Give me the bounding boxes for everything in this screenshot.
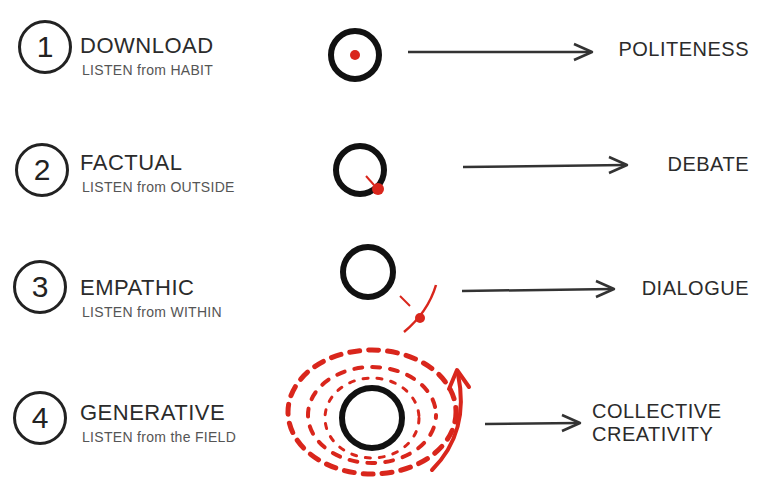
- field-swirl: [288, 350, 456, 474]
- focus-arrow: [404, 285, 436, 332]
- level-heading: FACTUAL: [80, 150, 183, 175]
- arrow-head: [609, 157, 627, 173]
- field-arrow: [432, 374, 461, 470]
- focus-arrow: [366, 176, 374, 185]
- field-swirl: [325, 378, 419, 458]
- outcome-label: DEBATE: [667, 153, 749, 176]
- number-circle: 3: [13, 260, 67, 314]
- self-circle: [331, 31, 379, 79]
- outcome-label: COLLECTIVE CREATIVITY: [592, 400, 752, 446]
- arrow-head: [574, 44, 592, 60]
- level-subtitle: LISTEN from WITHIN: [82, 304, 222, 320]
- arrow-head: [562, 415, 580, 431]
- callout-number: 3: [32, 272, 49, 302]
- callout-number: 4: [32, 403, 49, 433]
- level-subtitle: LISTEN from HABIT: [82, 62, 213, 78]
- self-circle: [343, 247, 393, 297]
- self-circle: [342, 388, 402, 448]
- focus-dot: [415, 313, 425, 323]
- focus-dot: [372, 183, 384, 195]
- field-arrow: [449, 370, 469, 389]
- callout-number: 2: [34, 155, 51, 185]
- arrow-line: [408, 51, 590, 54]
- level-heading: EMPATHIC: [80, 275, 194, 300]
- arrow-line: [485, 423, 578, 424]
- level-heading: DOWNLOAD: [80, 33, 214, 58]
- number-circle: 1: [18, 20, 72, 74]
- outcome-label: POLITENESS: [618, 38, 749, 61]
- arrow-head: [596, 281, 614, 297]
- focus-dot: [350, 50, 360, 60]
- number-circle: 4: [13, 391, 67, 445]
- arrow-line: [463, 165, 625, 167]
- number-circle: 2: [15, 143, 69, 197]
- self-circle: [336, 146, 384, 194]
- level-subtitle: LISTEN from the FIELD: [82, 429, 236, 445]
- outcome-label: DIALOGUE: [642, 277, 749, 300]
- arrow-line: [462, 289, 612, 291]
- level-subtitle: LISTEN from OUTSIDE: [82, 179, 235, 195]
- focus-arrow: [400, 296, 410, 306]
- level-heading: GENERATIVE: [80, 400, 225, 425]
- callout-number: 1: [37, 32, 54, 62]
- field-swirl: [308, 367, 436, 463]
